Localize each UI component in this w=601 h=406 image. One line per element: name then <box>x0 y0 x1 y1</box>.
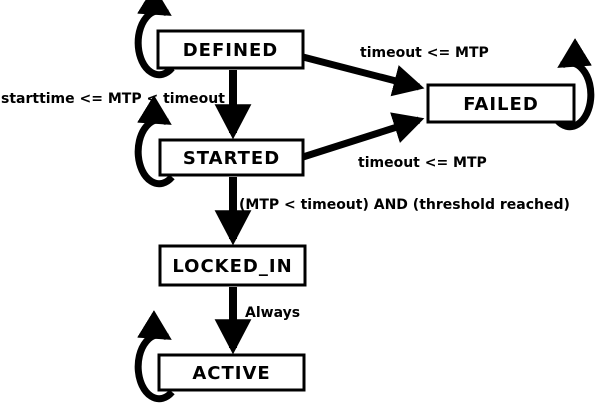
self-loop-defined-arrow <box>134 0 175 79</box>
state-defined-label: DEFINED <box>183 40 279 61</box>
self-loop-failed-arrow <box>554 38 595 131</box>
state-locked-in: LOCKED_IN <box>158 244 307 287</box>
state-started-label: STARTED <box>183 148 280 169</box>
transition-locked-in-to-active-label: Always <box>245 305 300 321</box>
state-active-box <box>157 353 306 392</box>
state-defined: DEFINED <box>156 29 305 70</box>
state-locked-in-box <box>158 244 307 287</box>
state-started-box <box>158 138 305 177</box>
state-started: STARTED <box>158 138 305 177</box>
transition-started-to-locked-in-label: (MTP < timeout) AND (threshold reached) <box>239 197 570 213</box>
state-failed: FAILED <box>426 83 576 124</box>
state-locked-in-label: LOCKED_IN <box>172 256 292 277</box>
state-active-label: ACTIVE <box>192 363 270 384</box>
state-active: ACTIVE <box>157 353 306 392</box>
transition-started-to-failed-arrow <box>301 112 425 161</box>
self-loop-active-arrow <box>134 310 175 403</box>
state-defined-box <box>156 29 305 70</box>
transition-defined-to-failed-arrow <box>302 53 425 97</box>
state-failed-label: FAILED <box>463 94 539 115</box>
self-loop-started-arrow <box>134 95 175 188</box>
transition-defined-to-failed-label: timeout <= MTP <box>360 45 489 61</box>
transition-defined-to-started-label: starttime <= MTP < timeout <box>1 91 225 107</box>
state-failed-box <box>426 83 576 124</box>
transition-started-to-failed-label: timeout <= MTP <box>358 155 487 171</box>
